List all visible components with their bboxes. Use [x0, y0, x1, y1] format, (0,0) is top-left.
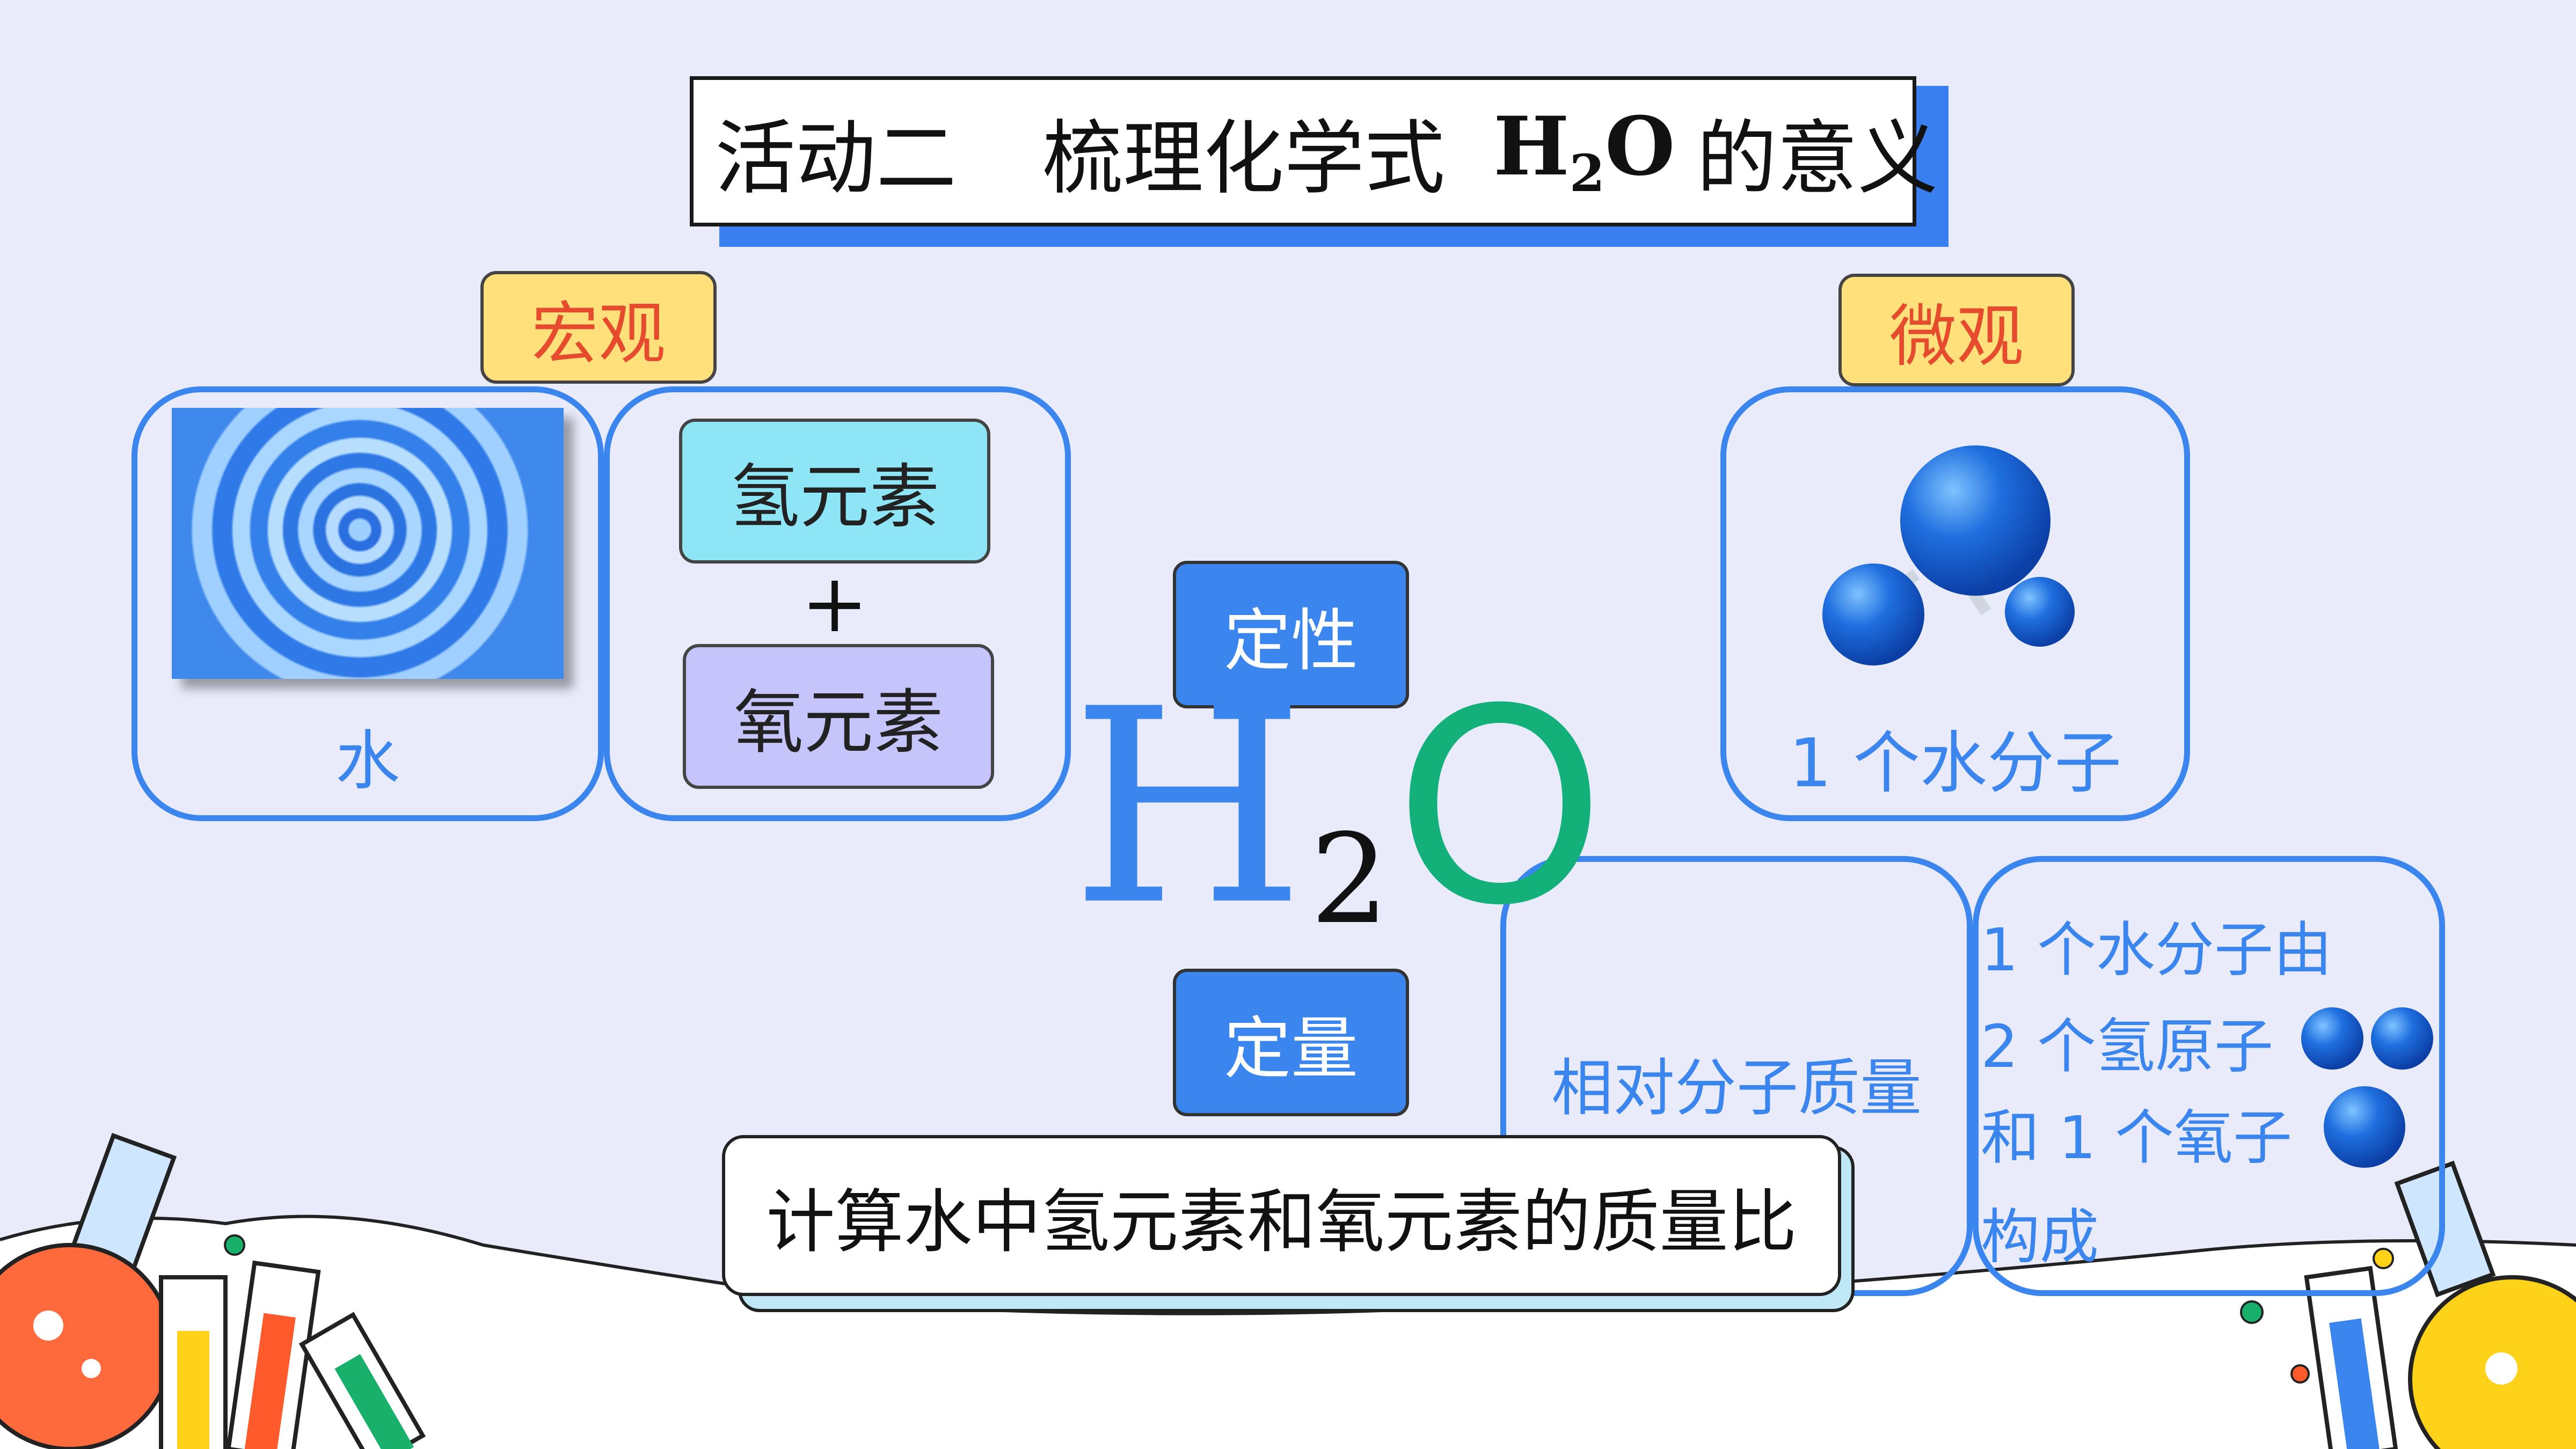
macro-tag: 宏观: [480, 271, 717, 384]
composition-line-1: 1 个水分子由: [1981, 916, 2332, 984]
title-prefix: 活动二: [715, 112, 957, 206]
water-label: 水: [335, 724, 400, 799]
mass-ratio-box: 计算水中氢元素和氧元素的质量比: [722, 1135, 1841, 1296]
page-title: 活动二 梳理化学式 H2O 的意义: [690, 76, 1938, 226]
hydrogen-atoms-icon: [2301, 1007, 2433, 1070]
title-formula: H2O: [1493, 99, 1675, 203]
micro-tag: 微观: [1838, 274, 2075, 386]
composition-panel: [1973, 856, 2445, 1296]
molecule-panel: [1720, 386, 2190, 821]
molecule-label: 1 个水分子: [1789, 724, 2122, 802]
decorative-lab-illustration: [0, 1132, 2576, 1449]
oxygen-atom-icon: [2324, 1086, 2405, 1168]
right-test-tube-icon: [2304, 1265, 2398, 1449]
molecular-mass-label: 相对分子质量: [1551, 1052, 1922, 1124]
left-flask-icon: [0, 1132, 177, 1449]
water-ripple-image: [172, 408, 564, 679]
water-panel: [132, 386, 604, 821]
composition-line-3: 和 1 个氧子: [1981, 1103, 2292, 1172]
right-flask-icon: [2394, 1160, 2576, 1449]
hydrogen-element-box: 氢元素: [679, 419, 990, 564]
oxygen-element-box: 氧元素: [683, 644, 994, 789]
title-topic: 梳理化学式: [1042, 112, 1446, 206]
title-suffix: 的意义: [1696, 112, 1938, 206]
left-test-tubes-icon: [159, 1260, 426, 1449]
qualitative-box: 定性: [1173, 561, 1409, 708]
plus-sign: +: [801, 557, 869, 650]
quantitative-box: 定量: [1173, 969, 1409, 1116]
water-molecule-icon: [1822, 445, 2075, 665]
composition-line-2: 2 个氢原子: [1981, 1012, 2273, 1081]
big-formula: H2O: [1071, 652, 1606, 964]
elements-panel: [604, 386, 1071, 821]
composition-line-4: 构成: [1981, 1203, 2099, 1271]
